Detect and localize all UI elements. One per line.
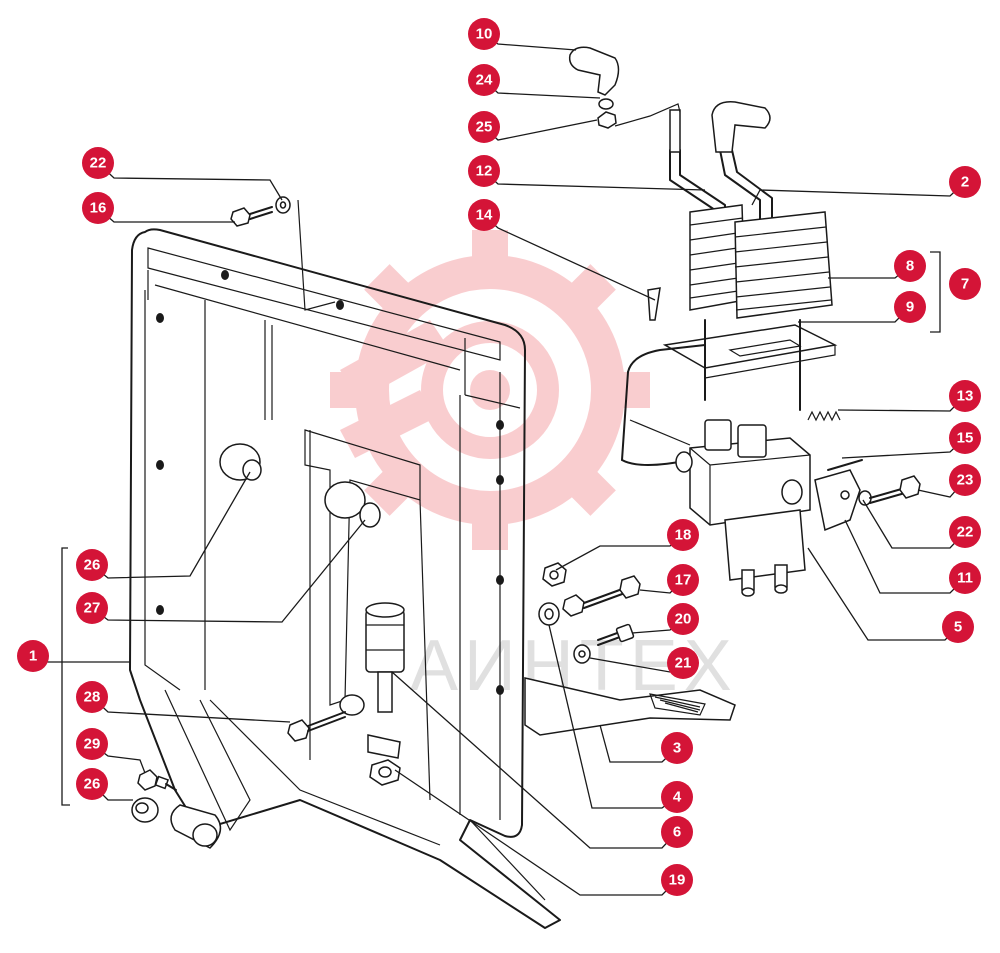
callout-25: 25 bbox=[468, 111, 500, 143]
svg-text:29: 29 bbox=[84, 736, 101, 753]
callout-1: 1 bbox=[17, 640, 49, 672]
svg-text:4: 4 bbox=[673, 789, 682, 806]
control-levers bbox=[568, 46, 841, 422]
callout-20: 20 bbox=[667, 603, 699, 635]
leader-lines bbox=[32, 33, 966, 896]
callout-14: 14 bbox=[468, 199, 500, 231]
svg-text:21: 21 bbox=[675, 655, 692, 672]
svg-text:24: 24 bbox=[476, 72, 493, 89]
callout-12: 12 bbox=[468, 155, 500, 187]
svg-text:7: 7 bbox=[961, 276, 969, 293]
svg-text:8: 8 bbox=[906, 258, 914, 275]
callout-22: 22 bbox=[949, 516, 981, 548]
fasteners-right bbox=[538, 562, 641, 664]
frame-panel bbox=[129, 228, 561, 929]
callout-15: 15 bbox=[949, 422, 981, 454]
callout-29: 29 bbox=[76, 728, 108, 760]
rubber-boots bbox=[689, 204, 833, 319]
svg-text:17: 17 bbox=[675, 572, 692, 589]
svg-text:26: 26 bbox=[84, 557, 101, 574]
svg-text:1: 1 bbox=[29, 648, 37, 665]
callout-13: 13 bbox=[949, 380, 981, 412]
callout-16: 16 bbox=[82, 192, 114, 224]
callout-10: 10 bbox=[468, 18, 500, 50]
svg-text:15: 15 bbox=[957, 430, 974, 447]
switch-assembly bbox=[365, 602, 405, 786]
valve-block bbox=[675, 419, 921, 597]
callout-3: 3 bbox=[661, 732, 693, 764]
callout-22: 22 bbox=[82, 147, 114, 179]
callouts: 10 24 25 22 16 12 2 14 8 7 9 13 15 23 22… bbox=[17, 18, 981, 896]
svg-text:22: 22 bbox=[957, 524, 974, 541]
callout-24: 24 bbox=[468, 64, 500, 96]
callout-7: 7 bbox=[949, 268, 981, 300]
watermark-logo bbox=[330, 230, 650, 550]
callout-21: 21 bbox=[667, 647, 699, 679]
callout-23: 23 bbox=[949, 464, 981, 496]
callout-11: 11 bbox=[949, 562, 981, 594]
callout-28: 28 bbox=[76, 681, 108, 713]
fasteners-left bbox=[131, 196, 346, 823]
callout-4: 4 bbox=[661, 781, 693, 813]
svg-text:26: 26 bbox=[84, 776, 101, 793]
callout-2: 2 bbox=[949, 166, 981, 198]
callout-27: 27 bbox=[76, 592, 108, 624]
callout-26: 26 bbox=[76, 549, 108, 581]
svg-text:2: 2 bbox=[961, 174, 969, 191]
svg-text:10: 10 bbox=[476, 26, 493, 43]
svg-text:6: 6 bbox=[673, 824, 681, 841]
svg-text:20: 20 bbox=[675, 611, 692, 628]
callout-8: 8 bbox=[894, 250, 926, 282]
svg-text:18: 18 bbox=[675, 527, 692, 544]
svg-text:14: 14 bbox=[476, 207, 493, 224]
svg-text:16: 16 bbox=[90, 200, 107, 217]
svg-text:27: 27 bbox=[84, 600, 101, 617]
svg-text:3: 3 bbox=[673, 740, 681, 757]
svg-text:22: 22 bbox=[90, 155, 107, 172]
callout-5: 5 bbox=[942, 611, 974, 643]
callout-9: 9 bbox=[894, 291, 926, 323]
svg-text:28: 28 bbox=[84, 689, 101, 706]
callout-6: 6 bbox=[661, 816, 693, 848]
svg-text:5: 5 bbox=[954, 619, 962, 636]
svg-text:12: 12 bbox=[476, 163, 493, 180]
callout-17: 17 bbox=[667, 564, 699, 596]
callout-19: 19 bbox=[661, 864, 693, 896]
svg-text:25: 25 bbox=[476, 119, 493, 136]
callout-18: 18 bbox=[667, 519, 699, 551]
callout-26: 26 bbox=[76, 768, 108, 800]
svg-text:13: 13 bbox=[957, 388, 974, 405]
pedal bbox=[524, 677, 736, 736]
svg-text:9: 9 bbox=[906, 299, 914, 316]
svg-text:23: 23 bbox=[957, 472, 974, 489]
valve-cover bbox=[621, 344, 706, 466]
svg-text:19: 19 bbox=[669, 872, 686, 889]
svg-text:11: 11 bbox=[957, 570, 973, 587]
